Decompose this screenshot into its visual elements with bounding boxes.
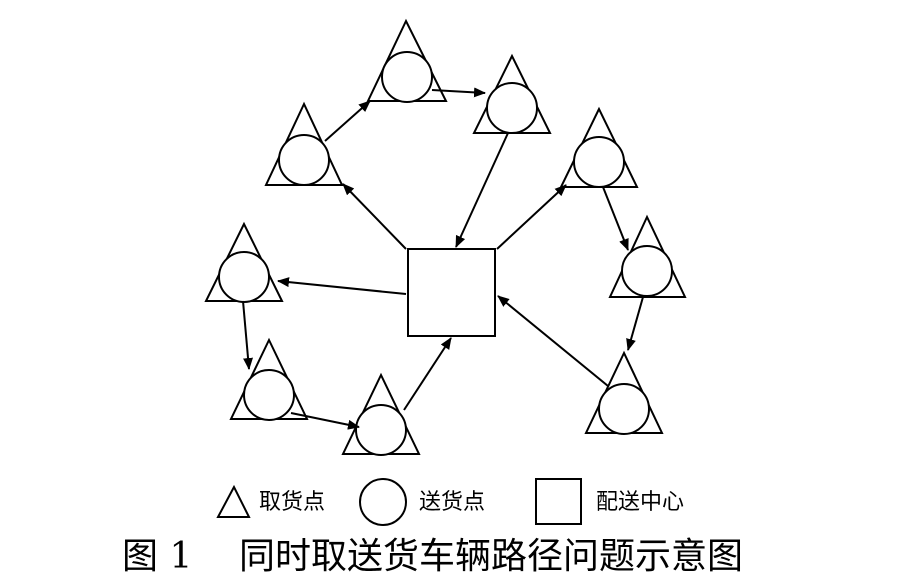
legend-delivery-label: 送货点 [419,490,485,515]
depot-node [407,248,496,337]
triangle-icon [216,484,251,518]
customer-node-6 [584,350,664,435]
customer-node-4 [559,106,639,188]
route-arrow [455,132,509,248]
figure-number: 图 1 [122,536,192,577]
route-arrow [602,186,629,251]
route-arrow [431,87,486,98]
route-arrow [403,337,452,411]
route-arrow [242,300,254,370]
route-arrow [342,183,407,250]
customer-node-2 [366,18,448,103]
legend-pickup-label: 取货点 [259,490,325,515]
route-arrow [626,296,644,351]
customer-node-5 [608,214,687,298]
customer-node-3 [472,53,552,134]
customer-node-7 [204,221,284,303]
figure-caption: 图 1 同时取送货车辆路径问题示意图 [122,536,743,577]
customer-node-8 [229,337,309,421]
route-arrow [496,184,567,250]
route-arrow [277,277,407,295]
route-arrow [497,295,609,387]
customer-node-1 [264,101,344,186]
figure-title: 同时取送货车辆路径问题示意图 [239,536,743,577]
legend: 取货点 送货点 配送中心 [216,478,684,526]
circle-icon [359,478,407,526]
customer-node-9 [341,372,421,456]
square-icon [535,478,582,525]
legend-depot-label: 配送中心 [596,490,684,515]
route-arrow [324,100,371,142]
route-arrow [290,412,360,430]
